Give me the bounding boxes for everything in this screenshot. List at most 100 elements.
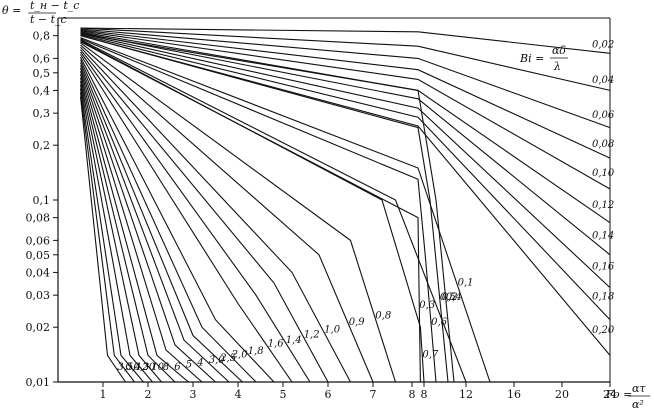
y-tick-label: 0,6 — [33, 52, 51, 65]
x-tick-label: 1 — [100, 388, 107, 401]
x-axis-title-denominator: α² — [632, 398, 644, 411]
curve-line — [79, 59, 257, 383]
curve-line — [80, 40, 425, 383]
y-tick-label: 0,06 — [26, 234, 51, 247]
curve-label: 0,4 — [446, 292, 462, 303]
curve-line — [80, 49, 329, 383]
curve-label: 1,6 — [268, 339, 285, 350]
y-tick-label: 0,3 — [33, 107, 51, 120]
curve-line — [79, 80, 162, 383]
curve-label: 0,12 — [592, 200, 614, 211]
y-axis-title-numerator: t_н − t_c — [30, 0, 79, 12]
curve-line — [80, 51, 311, 383]
curve-line — [79, 77, 176, 383]
curve-line — [80, 39, 467, 383]
x-axis-title-lhs: Fo = — [605, 388, 632, 401]
bi-label-denominator: λ — [553, 60, 561, 73]
curve-label: 0,1 — [458, 278, 474, 289]
curve-label: 0,10 — [592, 168, 615, 179]
curve-line — [79, 74, 189, 383]
curve-label: 0,3 — [419, 300, 435, 311]
y-tick-label: 0,03 — [26, 289, 51, 302]
curve-label: 6 — [174, 362, 181, 373]
y-tick-label: 0,08 — [26, 212, 51, 225]
curve-label: 0,2 — [442, 292, 458, 303]
curve-line — [80, 27, 611, 54]
curve-line — [79, 62, 243, 383]
curve-label: 1,2 — [304, 329, 320, 340]
curve-label: 4 — [196, 357, 203, 368]
y-tick-label: 0,5 — [33, 67, 51, 80]
x-tick-label: 8 — [409, 388, 416, 401]
x-tick-label: 7 — [370, 388, 377, 401]
curve-line — [80, 28, 611, 129]
x-tick-label: 24 — [603, 388, 617, 401]
curve-line — [80, 42, 397, 383]
curve-label: 0,6 — [431, 317, 448, 328]
x-tick-label: 3 — [190, 388, 197, 401]
y-tick-label: 0,1 — [33, 194, 51, 207]
curve-line — [80, 33, 611, 289]
bi-parameter-label: Bi = αδ λ — [519, 44, 568, 73]
y-axis-title-denominator: t − t_c — [30, 13, 67, 26]
curve-line — [80, 37, 491, 383]
curve-label: 10 — [151, 362, 164, 373]
curve-line — [79, 68, 216, 383]
curve-label: 0,06 — [592, 110, 615, 121]
curve-label: 0,20 — [592, 325, 615, 336]
bi-label-lhs: Bi = — [519, 52, 544, 65]
curve-label: 1,8 — [248, 346, 264, 357]
curve-label: 2,5 — [219, 353, 236, 364]
curve-line — [80, 46, 351, 383]
curve-label: 2,0 — [231, 349, 249, 360]
x-tick-label: 4 — [235, 388, 242, 401]
curve-line — [79, 96, 126, 383]
curve-label: 1,0 — [324, 325, 341, 336]
curve-line — [80, 29, 611, 159]
curve-label: 0,02 — [592, 40, 614, 51]
curve-line — [79, 92, 135, 383]
curve-label: 0,18 — [592, 292, 614, 303]
curve-line — [79, 65, 230, 383]
curve-line — [80, 56, 275, 383]
curve-label: 20 — [141, 362, 155, 373]
curve-line — [80, 54, 293, 383]
curve-line — [79, 71, 203, 383]
curve-label: 0,08 — [592, 139, 614, 150]
curve-line — [80, 35, 449, 383]
y-tick-group: 0,80,60,50,40,30,20,10,080,060,050,040,0… — [26, 30, 58, 389]
x-axis-title-numerator: ατ — [632, 382, 646, 395]
curve-label: 1,4 — [286, 335, 302, 346]
curve-label-group: 0,020,040,060,080,100,120,140,160,180,20… — [117, 40, 615, 373]
curve-line — [80, 34, 611, 321]
x-tick-label: 20 — [555, 388, 569, 401]
x-tick-label: 6 — [325, 388, 332, 401]
curve-line — [80, 27, 611, 91]
curve-label: 3,5 — [117, 362, 133, 373]
curve-line — [80, 33, 455, 383]
bi-label-numerator: αδ — [552, 44, 566, 57]
x-axis-title: Fo = ατ α² — [605, 382, 650, 411]
curve-line — [80, 44, 374, 383]
curve-line — [80, 38, 437, 383]
curve-label: 3,0 — [209, 355, 226, 366]
y-axis-title-lhs: θ = — [2, 4, 21, 17]
y-axis-title: θ = t_н − t_c t − t_c — [2, 0, 79, 26]
curve-label: 0,14 — [592, 230, 614, 241]
y-tick-label: 0,05 — [26, 249, 51, 262]
curve-label: 0,3 — [133, 362, 149, 373]
curve-label: 0,9 — [349, 317, 366, 328]
x-tick-label: 12 — [459, 388, 473, 401]
curve-line — [80, 32, 611, 256]
y-tick-label: 0,4 — [33, 84, 51, 97]
curve-line — [79, 84, 153, 383]
y-tick-label: 0,02 — [26, 321, 51, 334]
x-tick-label: 2 — [145, 388, 152, 401]
curve-label: 5 — [186, 360, 192, 371]
y-tick-label: 0,2 — [33, 139, 51, 152]
x-tick-label: 16 — [507, 388, 521, 401]
x-tick-label: 5 — [280, 388, 287, 401]
curve-line — [80, 30, 611, 190]
curve-label: 0,4 — [125, 362, 141, 373]
